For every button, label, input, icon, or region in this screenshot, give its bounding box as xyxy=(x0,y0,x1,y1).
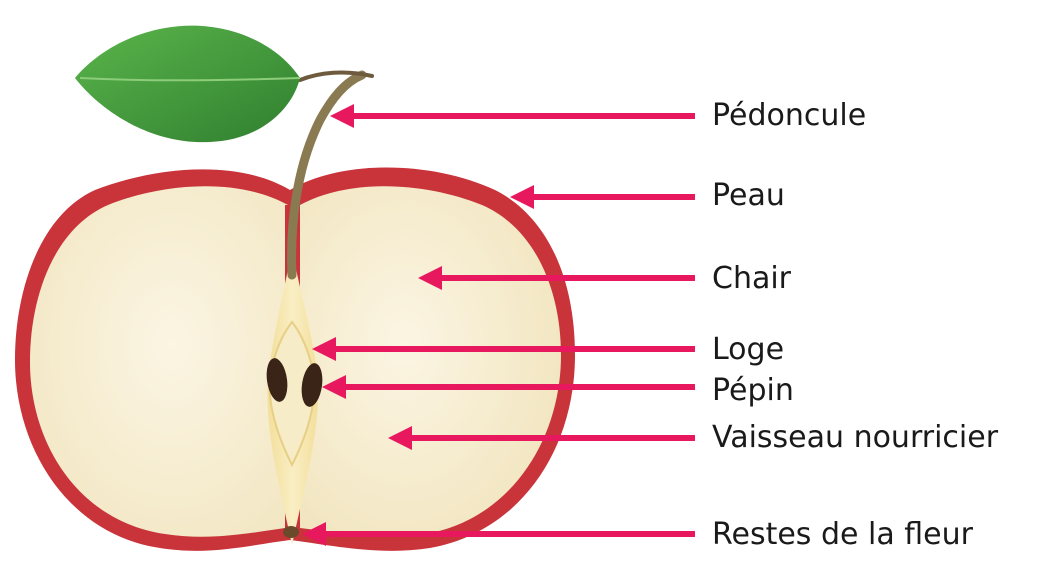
apple-leaf xyxy=(75,26,300,143)
label-peau: Peau xyxy=(712,181,785,211)
apple-flower-remnant xyxy=(283,526,299,538)
label-vaisseau: Vaisseau nourricier xyxy=(712,423,998,453)
label-pedoncule: Pédoncule xyxy=(712,101,866,131)
arrow-pedoncule xyxy=(330,104,695,128)
label-chair: Chair xyxy=(712,264,791,294)
label-restes: Restes de la fleur xyxy=(712,520,973,550)
arrow-peau xyxy=(510,185,695,209)
label-pepin: Pépin xyxy=(712,376,794,406)
label-loge: Loge xyxy=(712,335,784,365)
